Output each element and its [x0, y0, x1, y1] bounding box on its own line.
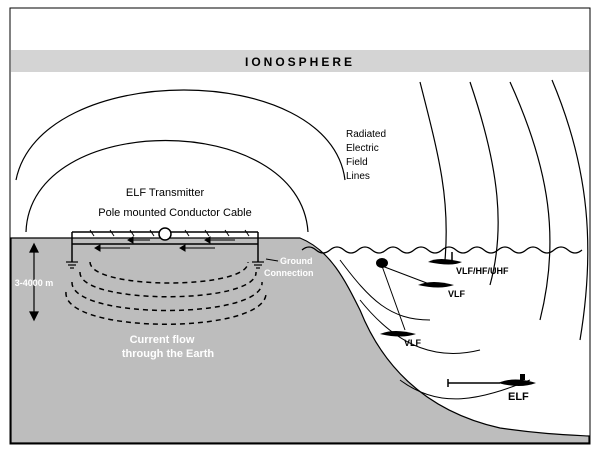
buoy-tether-1: [381, 265, 433, 286]
ionosphere-band: [11, 50, 589, 72]
sea-arc-1: [339, 259, 431, 321]
sea-arc-3: [399, 379, 531, 400]
band-label-mid: VLF: [404, 338, 422, 348]
band-label-surface: VLF/HF/UHF: [456, 266, 509, 276]
current-flow-line-1: Current flow: [130, 334, 195, 346]
ground-connection-pointer: [265, 258, 279, 262]
current-loop-4: [65, 291, 267, 325]
current-loop-2: [79, 271, 257, 298]
field-arc-r1: [419, 81, 447, 261]
sea-arc-2: [359, 299, 481, 354]
field-lines-sea: [339, 259, 531, 400]
radiated-line-4: Lines: [346, 171, 370, 182]
insulator-ticks: [89, 229, 250, 237]
current-flow-line-2: through the Earth: [122, 348, 215, 360]
field-arc-r4: [551, 79, 589, 341]
radiated-line-3: Field: [346, 157, 368, 168]
ground-connection-line-1: Ground: [280, 256, 313, 266]
field-arc-r3: [509, 81, 551, 321]
ionosphere-label: IONOSPHERE: [245, 55, 355, 69]
transmitter-label: ELF Transmitter: [126, 187, 205, 199]
ground-connection-label: Ground Connection: [264, 256, 314, 278]
earth-current-loops: [65, 261, 267, 325]
cable-label: Pole mounted Conductor Cable: [98, 207, 251, 219]
depth-arrow: [29, 242, 39, 322]
mid-sub-icon: [380, 331, 416, 337]
field-arc-r2: [469, 81, 499, 286]
depth-label: 3-4000 m: [15, 278, 54, 288]
buoy-icon: [376, 258, 388, 268]
radiated-line-1: Radiated: [346, 129, 386, 140]
buoy-tether-2: [381, 265, 406, 331]
current-flow-label: Current flow through the Earth: [122, 334, 215, 360]
ground-symbols: [66, 261, 264, 269]
band-label-deep: ELF: [508, 391, 529, 403]
ground-connection-line-2: Connection: [264, 268, 314, 278]
surface-sub-icon: [428, 259, 462, 265]
current-loop-1: [89, 261, 249, 284]
radiated-field-label: Radiated Electric Field Lines: [346, 129, 386, 182]
deep-sub-icon: [498, 379, 536, 386]
shallow-sub-icon: [418, 282, 454, 288]
field-arc-inner: [25, 140, 309, 233]
cable-current-arrows: [94, 236, 235, 252]
submarines: [376, 252, 536, 387]
radiated-line-2: Electric: [346, 143, 379, 154]
band-label-shallow: VLF: [448, 289, 466, 299]
sea-surface-waves: [301, 246, 583, 254]
conductor-cable: [66, 227, 264, 269]
band-labels: VLF/HF/UHF VLF VLF ELF: [404, 266, 529, 403]
field-arc-outer: [15, 89, 346, 181]
earth-ground: [10, 237, 590, 444]
transmitter-station: [158, 227, 172, 241]
field-lines-left: [15, 79, 589, 341]
